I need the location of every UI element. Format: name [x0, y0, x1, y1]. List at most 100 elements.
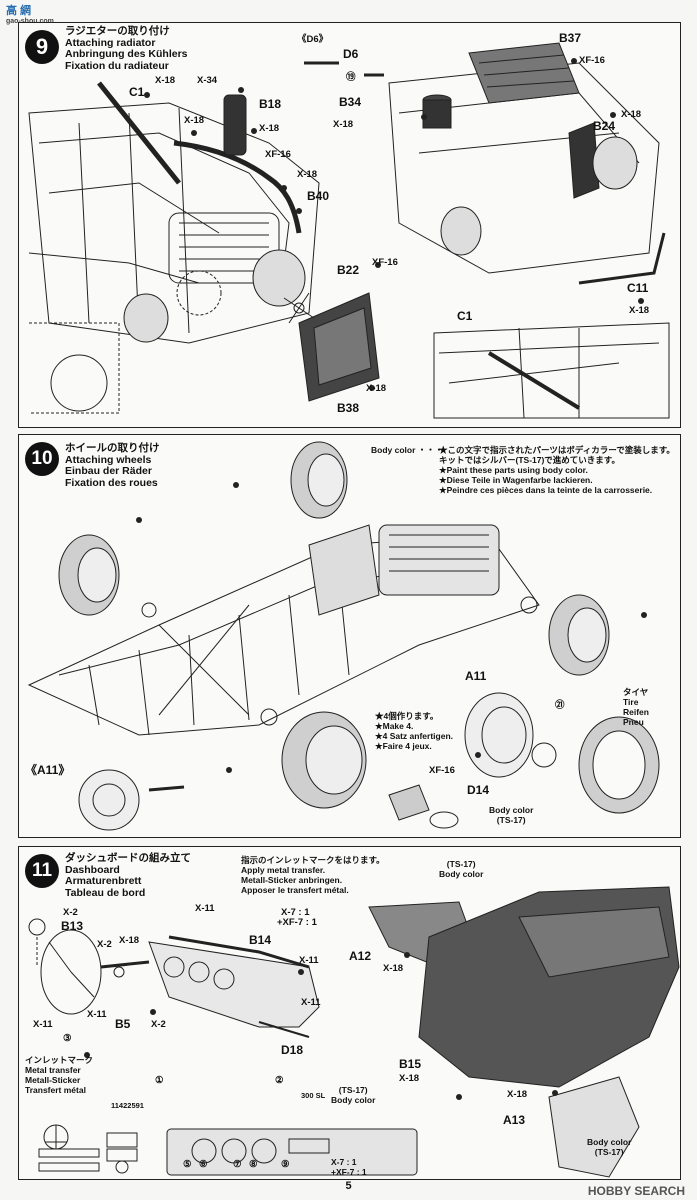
ts17-text: (TS-17) — [338, 1085, 368, 1095]
part-b38-label: B38 — [337, 401, 360, 415]
part-a11-paren-label: 《A11》 — [25, 763, 71, 777]
body-color-dash: (TS-17) Body color — [331, 1085, 375, 1105]
step-11-number: 11 — [25, 854, 59, 888]
title-en: Dashboard — [65, 863, 120, 876]
title-en: Attaching wheels — [65, 453, 152, 466]
part-c1-label: C1 — [129, 85, 145, 99]
paint-x18-h-label: X-18 — [629, 305, 650, 316]
paint-x18-g-label: X-18 — [621, 109, 642, 120]
ratio-line: X-7 : 1 — [331, 1157, 357, 1167]
tire-de: Reifen — [623, 707, 649, 717]
body-color-label: Body color — [371, 445, 416, 455]
part-d6-paren-label: 《D6》 — [297, 34, 329, 45]
tire-labels: タイヤ Tire Reifen Pneu — [623, 687, 649, 727]
step-9-number: 9 — [25, 30, 59, 64]
ratio-line: +XF-7 : 1 — [331, 1167, 367, 1177]
step-9-title: ラジエターの取り付け Attaching radiator Anbringung… — [65, 25, 188, 72]
note-line: ★この文字で指示されたパーツはボディカラーで塗装します。 — [439, 445, 675, 455]
body-color-text: Body color — [489, 805, 534, 815]
callout-5: ⑤ — [183, 1159, 192, 1170]
callout-9: ⑨ — [281, 1159, 290, 1170]
paint-x11-e-label: X-11 — [301, 997, 321, 1008]
tire-fr: Pneu — [623, 717, 644, 727]
body-color-text: Body color — [331, 1095, 376, 1105]
note-line: ★4 Satz anfertigen. — [375, 731, 453, 741]
title-jp: ダッシュボードの組み立て — [65, 852, 191, 864]
note-line: ★Diese Teile in Wagenfarbe lackieren. — [439, 475, 593, 485]
callout-8: ⑧ — [249, 1159, 258, 1170]
note-line: Metall-Sticker — [25, 1075, 81, 1085]
part-d14-label: D14 — [467, 783, 490, 797]
part-b22-label: B22 — [337, 263, 360, 277]
paint-xf16-label: XF-16 — [265, 149, 291, 160]
watermark-url: gao-shou.com — [6, 18, 54, 25]
title-jp: ラジエターの取り付け — [65, 25, 170, 37]
paint-x18-label: X-18 — [119, 935, 140, 946]
title-jp: ホイールの取り付け — [65, 442, 160, 454]
title-de: Armaturenbrett — [65, 875, 142, 887]
make-four-notes: ★4個作ります。 ★Make 4. ★4 Satz anfertigen. ★F… — [375, 711, 453, 751]
watermark-hobby-search: HOBBY SEARCH — [587, 1184, 685, 1198]
watermark-logo: 高 網 gao-shou.com — [6, 2, 54, 25]
body-color-a13: Body color (TS-17) — [587, 1137, 631, 1157]
title-en: Attaching radiator — [65, 36, 156, 49]
step-9-panel: 9 ラジエターの取り付け Attaching radiator Anbringu… — [18, 22, 681, 428]
part-d18-label: D18 — [281, 1043, 304, 1057]
body-color-heading: Body color ・・・ — [371, 445, 444, 455]
paint-x2-label: X-2 — [63, 907, 78, 918]
paint-x18-f-label: X-18 — [333, 119, 354, 130]
body-color-notes: ★この文字で指示されたパーツはボディカラーで塗装します。 キットではシルバー(T… — [439, 445, 675, 495]
part-19-label: ⑲ — [346, 72, 356, 83]
title-de: Einbau der Räder — [65, 465, 152, 477]
part-b5-label: B5 — [115, 1017, 131, 1031]
part-b24-label: B24 — [593, 119, 616, 133]
part-a12-label: A12 — [349, 949, 372, 963]
paint-x11-b-label: X-11 — [87, 1009, 107, 1020]
callout-1: ① — [155, 1075, 164, 1086]
part-a13-label: A13 — [503, 1113, 526, 1127]
part-d6-label: D6 — [343, 47, 359, 61]
decal-code-label: 11422591 — [111, 1101, 144, 1110]
tire-jp: タイヤ — [623, 687, 649, 697]
note-line: Metal transfer — [25, 1065, 81, 1075]
note-line: Apposer le transfert métal. — [241, 885, 349, 895]
part-b40-label: B40 — [307, 189, 330, 203]
paint-x7-label: X-7 : 1 — [281, 907, 310, 918]
callout-7: ⑦ — [233, 1159, 242, 1170]
body-color-text: Body color — [439, 869, 484, 879]
callout-2: ② — [275, 1075, 284, 1086]
paint-x11-c-label: X-11 — [195, 903, 215, 914]
ts17-text: (TS-17) — [446, 859, 476, 869]
part-c11-label: C11 — [627, 281, 649, 295]
title-fr: Fixation du radiateur — [65, 59, 169, 72]
part-a11-label: A11 — [465, 669, 487, 683]
note-line: キットではシルバー(TS-17)で進めていきます。 — [439, 455, 620, 465]
paint-x11-a-label: X-11 — [33, 1019, 53, 1030]
tire-en: Tire — [623, 697, 639, 707]
body-color-text: Body color — [587, 1137, 632, 1147]
part-c1-b-label: C1 — [457, 309, 473, 323]
title-fr: Fixation des roues — [65, 476, 158, 489]
part-21-label: ㉑ — [555, 700, 565, 711]
note-line: Metall-Sticker anbringen. — [241, 875, 343, 885]
paint-x18-e-label: X-18 — [366, 383, 387, 394]
part-b15-label: B15 — [399, 1057, 422, 1071]
step-9-illustration — [28, 42, 670, 419]
dash-paint-ratio: X-7 : 1 +XF-7 : 1 — [331, 1157, 367, 1177]
paint-x34-label: X-34 — [197, 75, 218, 86]
ts17-text: (TS-17) — [496, 815, 526, 825]
step-11-panel: 11 ダッシュボードの組み立て Dashboard Armaturenbrett… — [18, 846, 681, 1180]
paint-x18-d-label: X-18 — [507, 1089, 528, 1100]
part-b18-label: B18 — [259, 97, 282, 111]
body-color-a12: (TS-17) Body color — [439, 859, 483, 879]
paint-x2-b-label: X-2 — [97, 939, 112, 950]
paint-x2-c-label: X-2 — [151, 1019, 166, 1030]
step-10-title: ホイールの取り付け Attaching wheels Einbau der Rä… — [65, 442, 160, 489]
title-fr: Tableau de bord — [65, 886, 146, 899]
part-b37-label: B37 — [559, 31, 582, 45]
paint-xf7-label: +XF-7 : 1 — [277, 917, 317, 928]
note-line: 指示のインレットマークをはります。 — [241, 855, 385, 865]
callout-6: ⑥ — [199, 1159, 208, 1170]
title-de: Anbringung des Kühlers — [65, 48, 188, 60]
watermark-brand: 高 網 — [6, 5, 32, 17]
